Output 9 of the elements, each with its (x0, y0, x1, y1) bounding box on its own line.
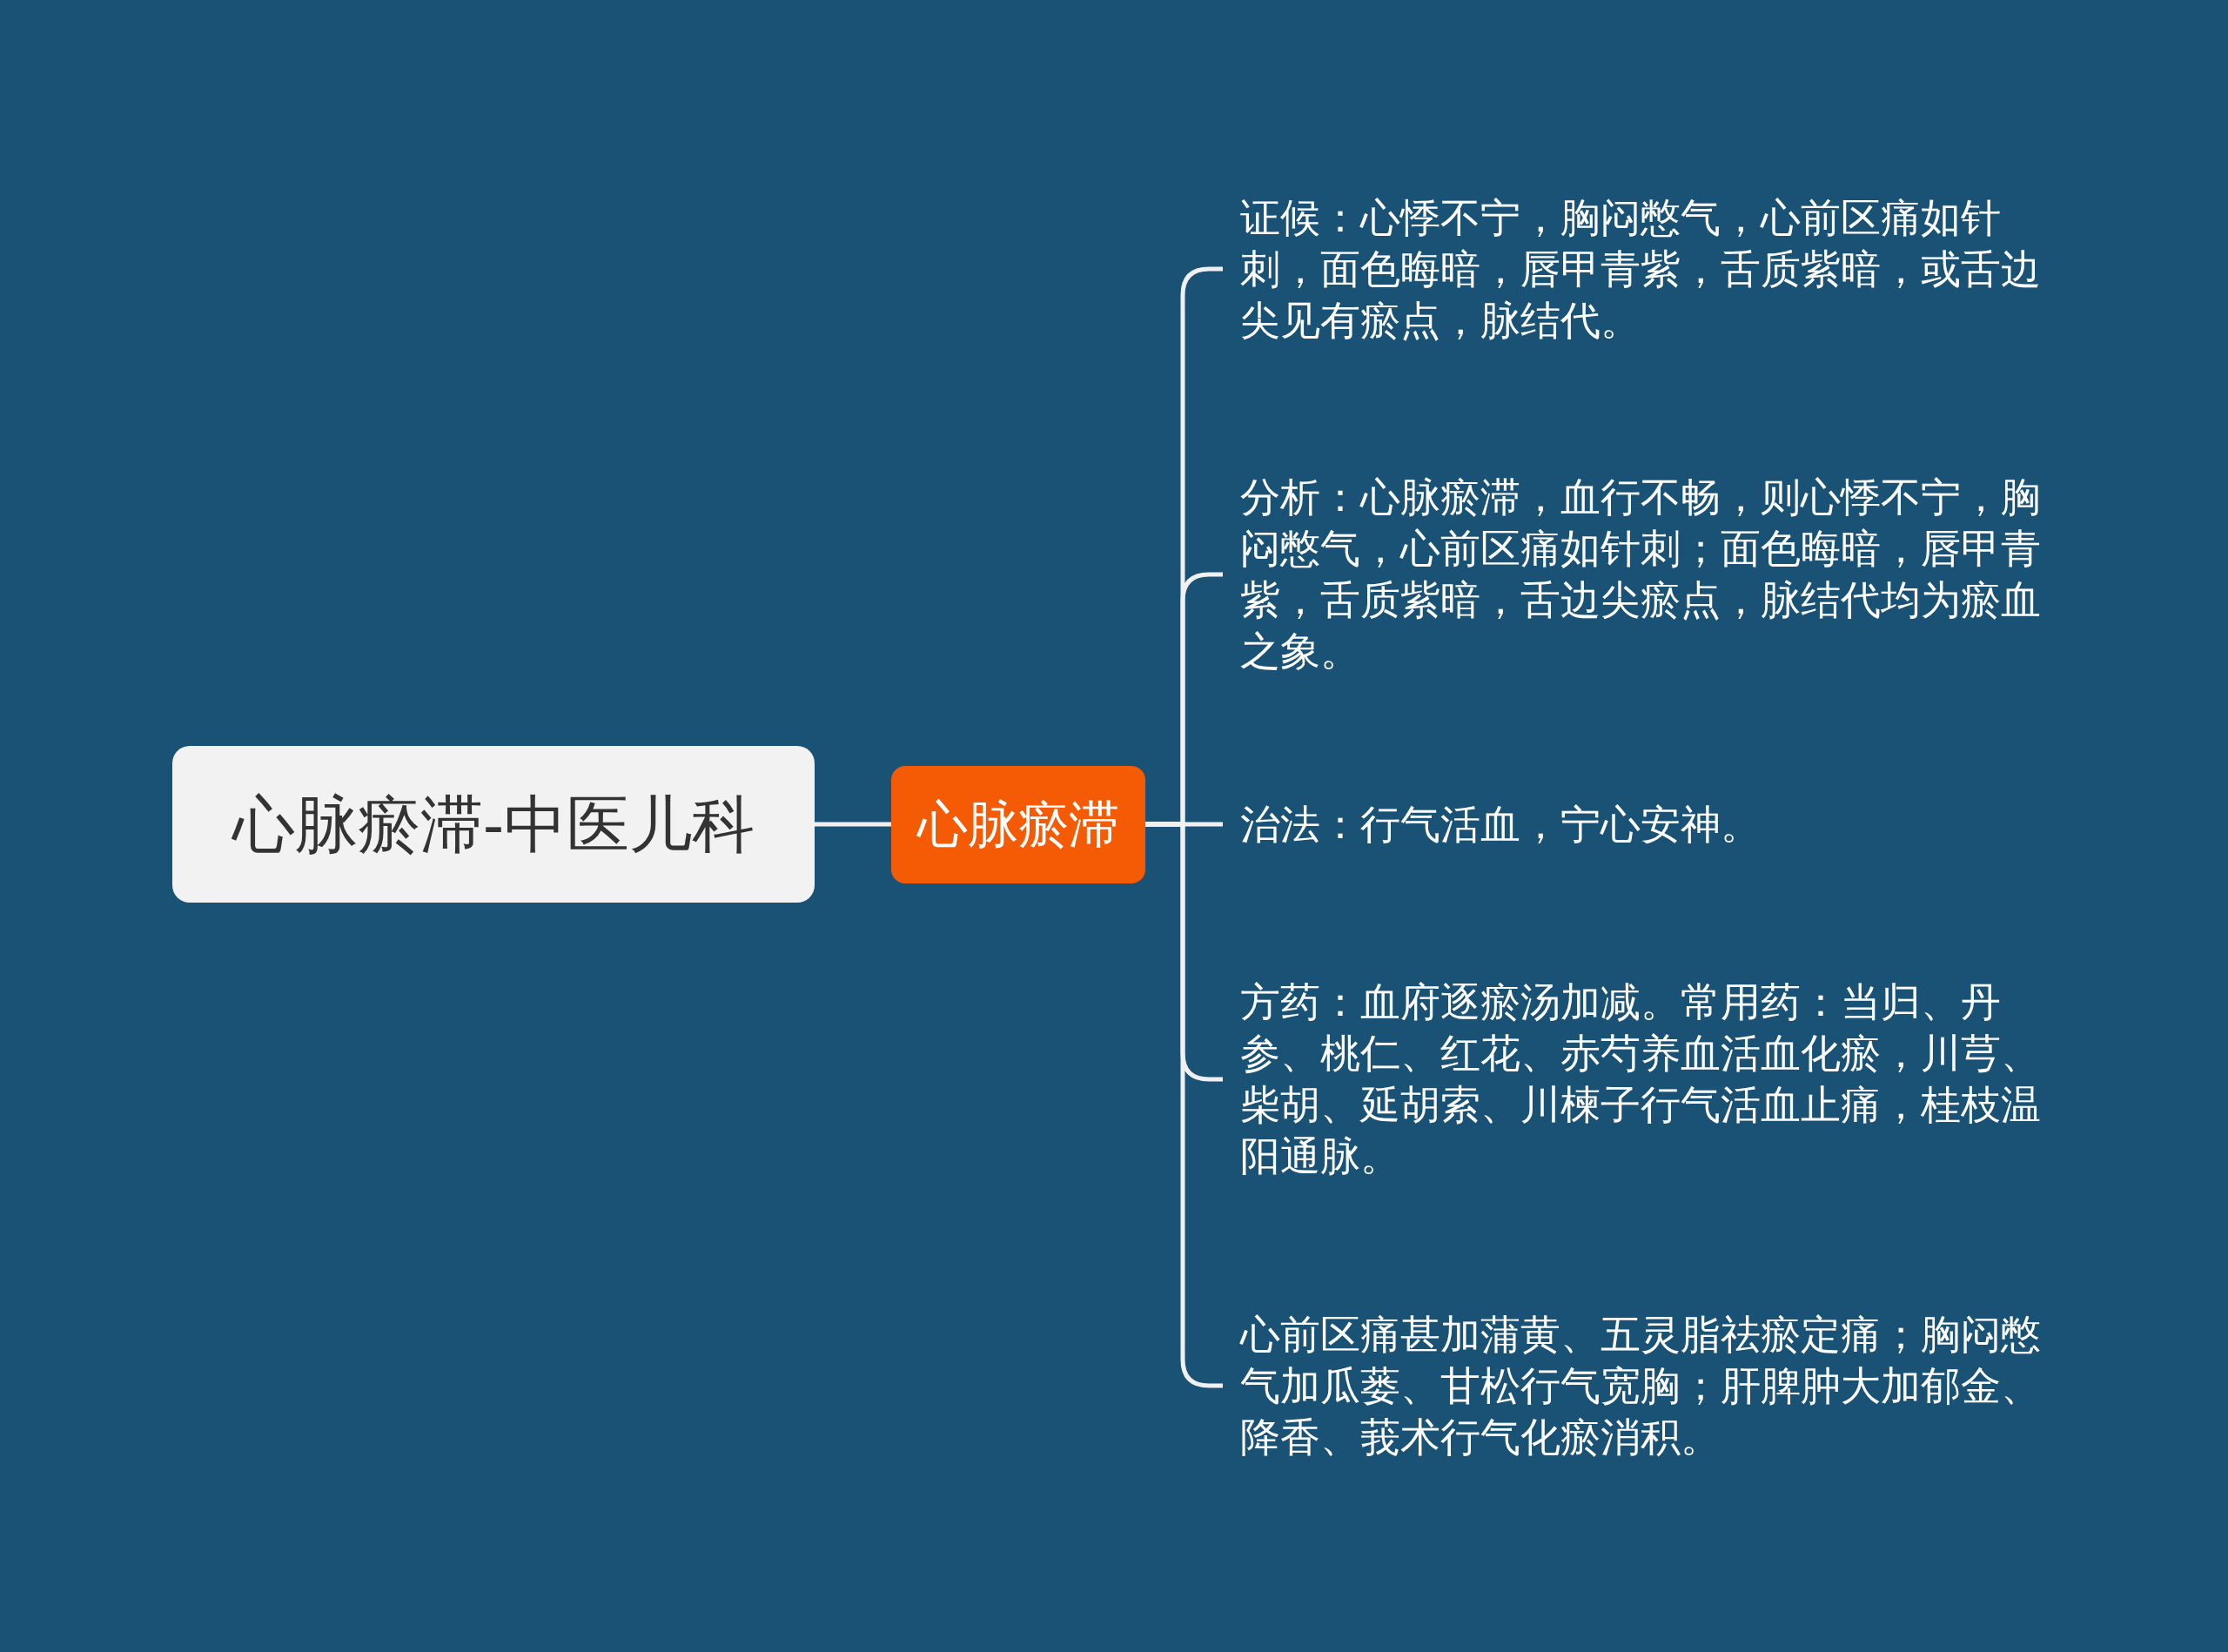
topic-box: 心脉瘀滞 (891, 765, 1145, 883)
branch-text: 治法：行气活血，宁心安神。 (1223, 798, 2050, 850)
connector-line (1145, 822, 1223, 1388)
branch-text: 心前区痛甚加蒲黄、五灵脂祛瘀定痛；胸闷憋气加瓜蒌、甘松行气宽胸；肝脾肿大加郁金、降香、莪术行气化瘀消积。 (1223, 1308, 2050, 1463)
root-topic-box: 心脉瘀滞-中医儿科 (172, 746, 815, 903)
branch-text: 证候：心悸不宁，胸闷憋气，心前区痛如针刺，面色晦暗，唇甲青紫，舌质紫暗，或舌边尖见有瘀点，脉结代。 (1223, 191, 2050, 346)
branch-text: 分析：心脉瘀滞，血行不畅，则心悸不宁，胸闷憋气，心前区痛如针刺；面色晦暗，唇甲青紫，舌质紫暗，舌边尖瘀点，脉结代均为瘀血之象。 (1223, 472, 2050, 677)
connector-line (815, 822, 891, 827)
branch-text: 方药：血府逐瘀汤加减。常用药：当归、丹参、桃仁、红花、赤芍养血活血化瘀，川芎、柴胡、延胡索、川楝子行气活血止痛，桂枝温阳通脉。 (1223, 977, 2050, 1182)
